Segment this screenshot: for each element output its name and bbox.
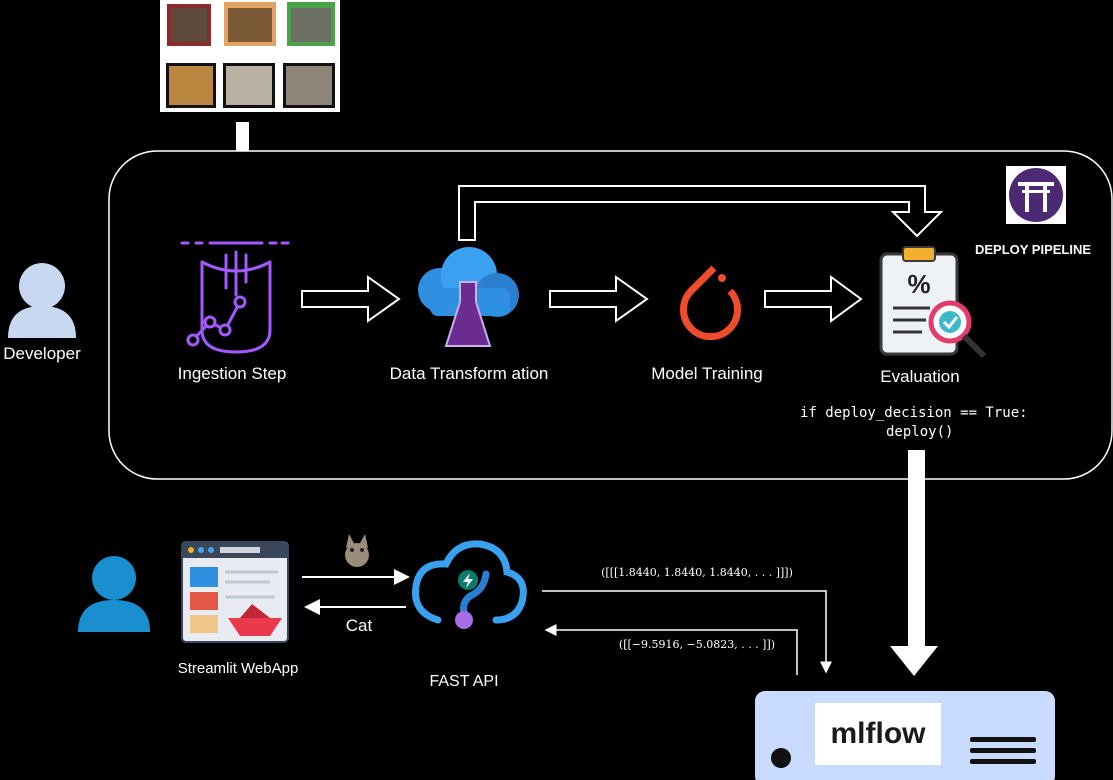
ingestion-icon (180, 241, 290, 354)
developer-icon (8, 263, 76, 338)
model-training-label: Model Training (651, 364, 763, 383)
response-tensor-label: ([[−9.5916, −5.0823, . . . ]]) (618, 638, 776, 651)
torii-icon (1006, 166, 1066, 224)
evaluation-clipboard-icon: % (879, 246, 987, 359)
fastapi-cloud-icon (411, 540, 527, 629)
svg-text:%: % (907, 269, 930, 299)
pytorch-icon (680, 265, 741, 341)
deploy-pipeline-title: DEPLOY PIPELINE (974, 242, 1092, 257)
user-icon (78, 556, 150, 632)
feedback-loop-arrow (458, 185, 944, 241)
step-arrow-1 (301, 275, 401, 323)
request-tensor-label: ([[[1.8440, 1.8440, 1.8440, . . . ]]]) (601, 566, 793, 579)
tensor-response-arrow (544, 624, 798, 675)
cat-image (345, 534, 369, 567)
developer-label: Developer (3, 344, 81, 363)
mlflow-logo-text: mlflow (830, 717, 926, 750)
mlflow-server (755, 691, 1055, 780)
deploy-condition-code: if deploy_decision == True: (800, 405, 1028, 421)
evaluation-label: Evaluation (880, 367, 960, 386)
data-transformation-label: Data Transform ation (389, 364, 549, 383)
pipeline-container (108, 150, 1113, 480)
webapp-browser-icon (181, 541, 289, 643)
deploy-call-code: deploy() (886, 424, 954, 440)
azure-ml-icon (418, 247, 519, 347)
tensor-request-arrow (542, 590, 832, 674)
dataset-image-grid (160, 0, 340, 112)
step-arrow-2 (549, 275, 649, 323)
streamlit-webapp-label: Streamlit WebApp (177, 660, 299, 677)
mlflow-logo: mlflow (815, 703, 941, 765)
step-arrow-3 (764, 275, 863, 323)
ingestion-step-label: Ingestion Step (177, 364, 287, 383)
prediction-label: Cat (345, 616, 373, 635)
deploy-arrow (890, 450, 938, 676)
fast-api-label: FAST API (429, 673, 499, 690)
